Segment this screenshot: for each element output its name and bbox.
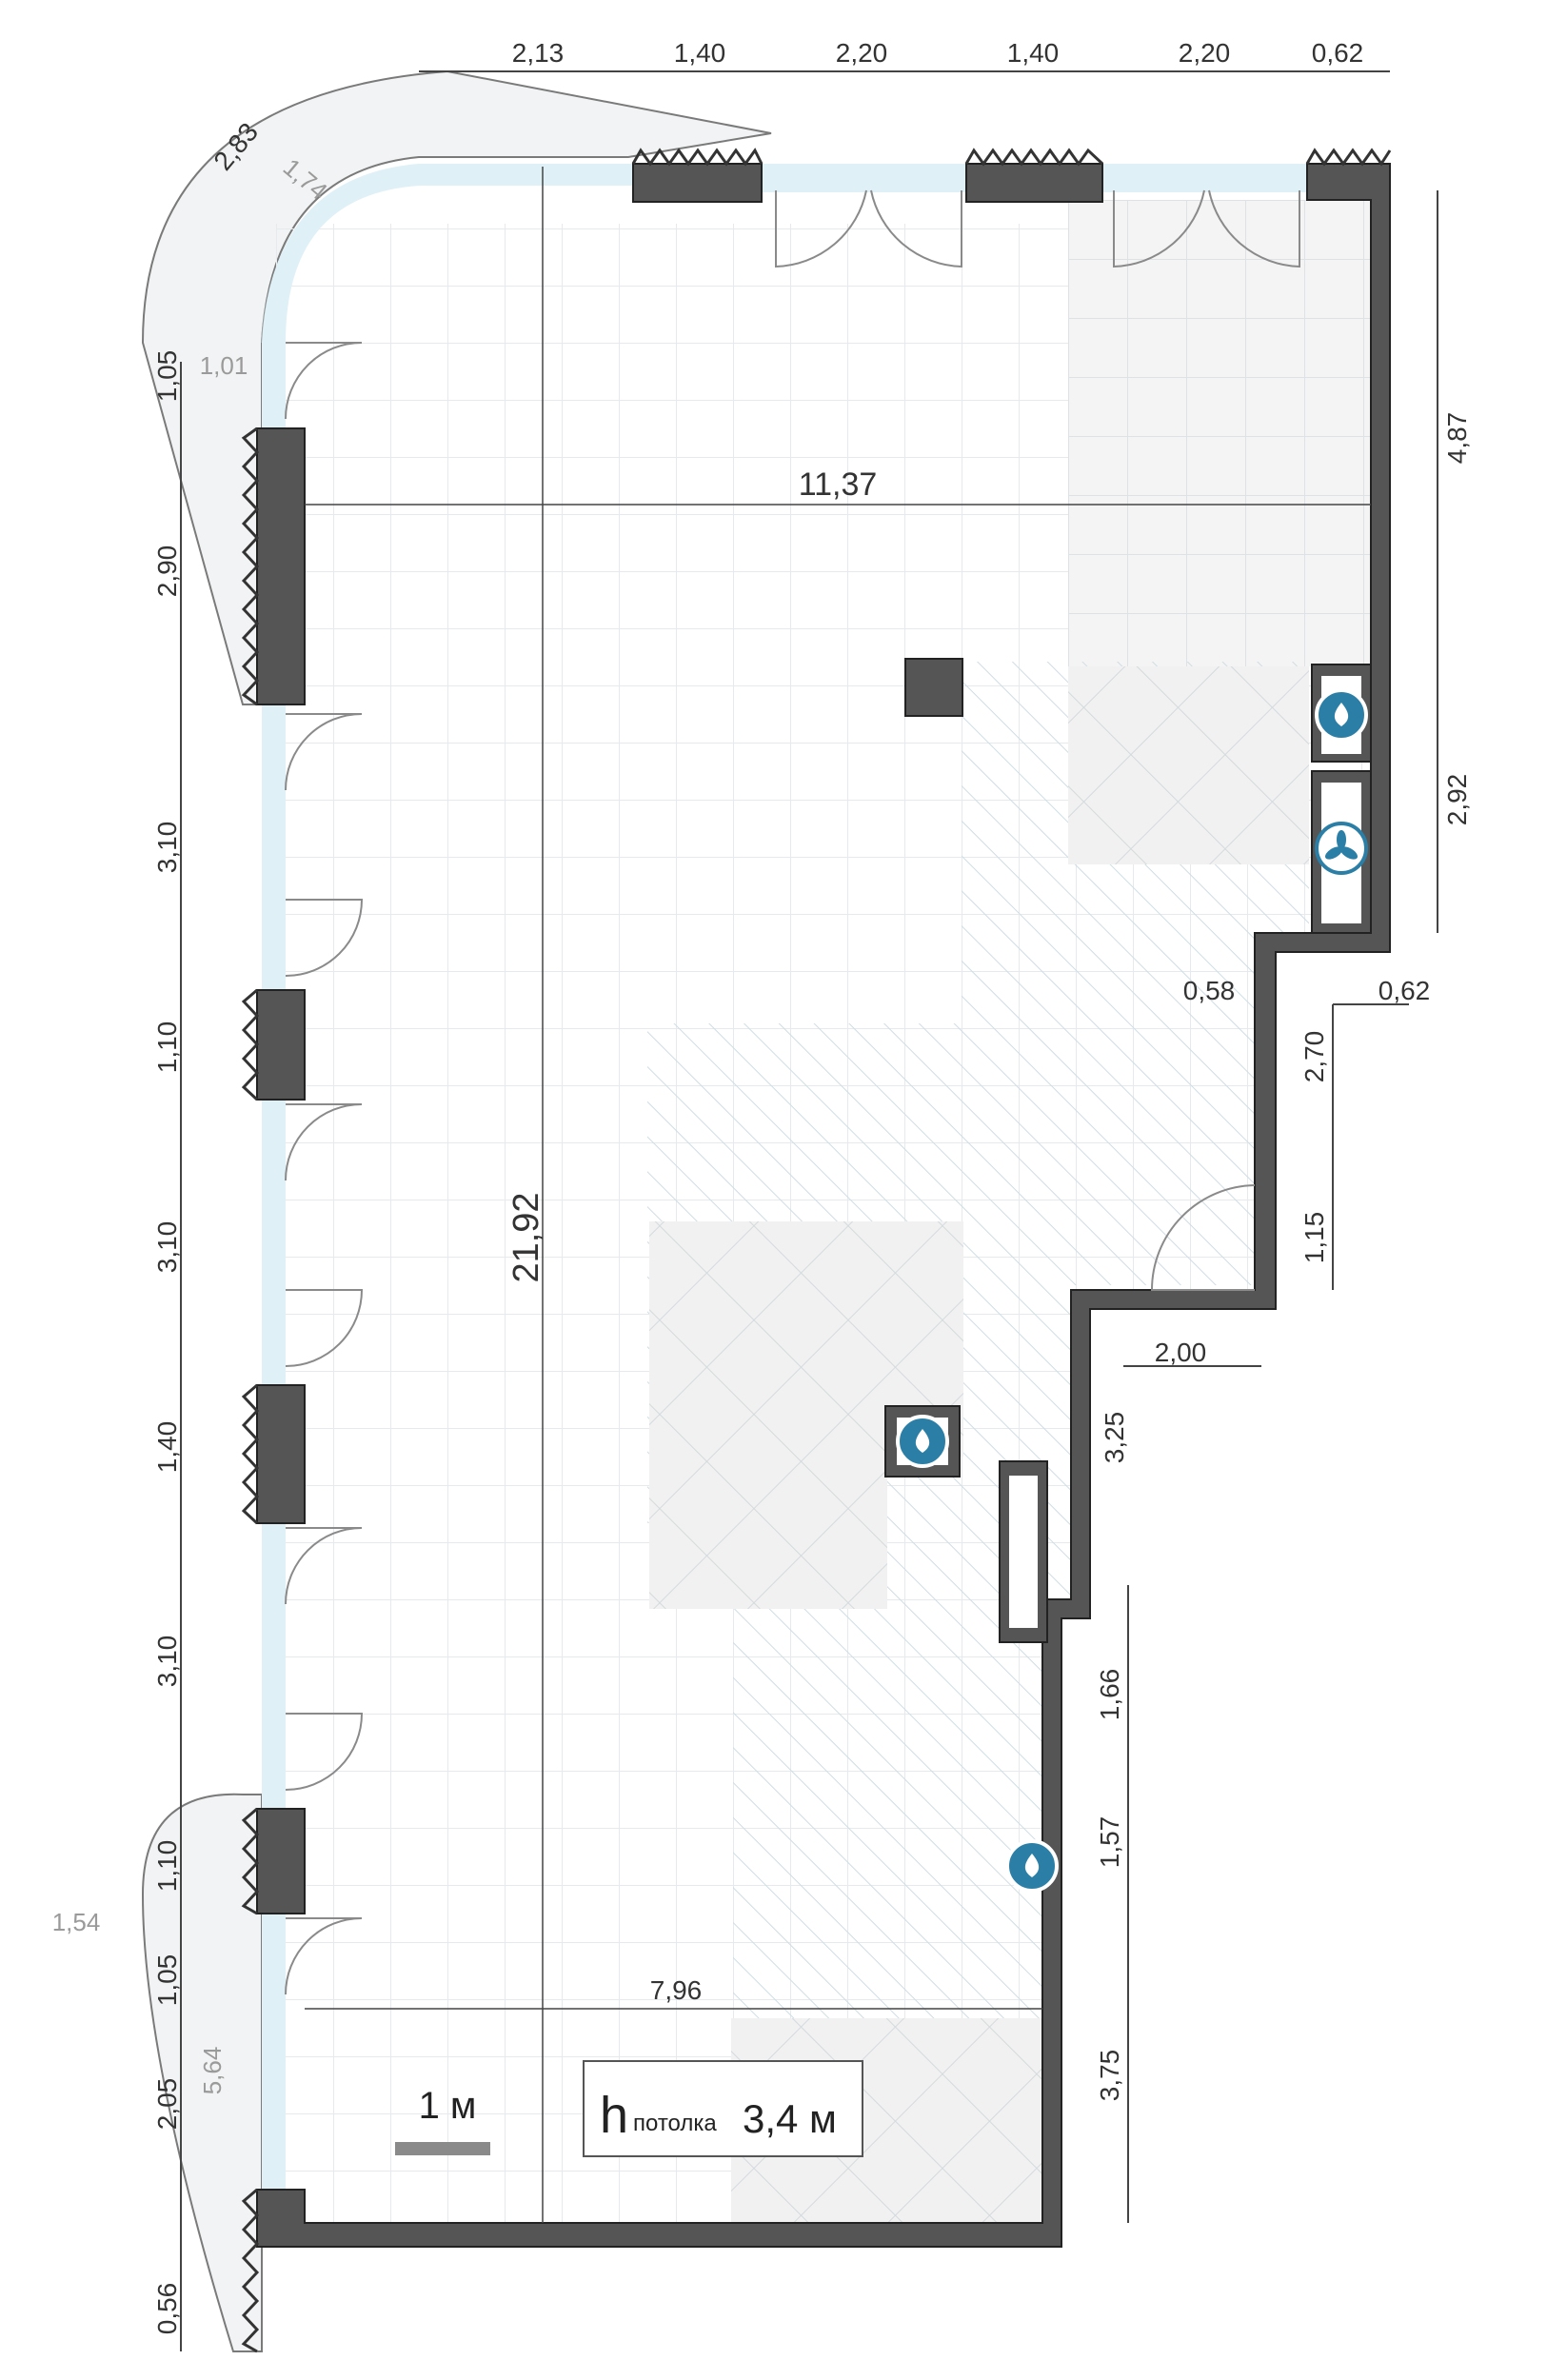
right-dim-8: 3,25: [1100, 1412, 1129, 1464]
scale-label: 1 м: [419, 2085, 477, 2127]
hatched-zone: [647, 662, 1309, 2228]
fan-icon: [1315, 822, 1368, 875]
left-dim-8: 1,10: [152, 1840, 182, 1893]
right-dim-7: 2,00: [1155, 1338, 1207, 1367]
ceiling-height-label: h потолка 3,4 м: [583, 2060, 863, 2157]
right-dim-1: 4,87: [1442, 412, 1472, 465]
right-dim-6: 1,15: [1299, 1212, 1329, 1264]
left-dim-6: 1,40: [152, 1421, 182, 1474]
window-sills: [241, 148, 1392, 2353]
right-dim-4: 0,62: [1378, 976, 1431, 1005]
terrace-side-dim: 1,01: [200, 351, 248, 380]
terrace-bottom-outer-dim: 1,54: [52, 1908, 101, 1936]
water-drop-icon: [896, 1415, 949, 1468]
right-dim-9: 1,66: [1095, 1669, 1124, 1721]
bottom-width-dim: 7,96: [650, 1975, 703, 2005]
top-dim-4: 1,40: [1007, 38, 1060, 68]
overall-width-dim: 11,37: [799, 466, 878, 503]
diamond-zone-1: [1068, 666, 1309, 864]
top-dim-3: 2,20: [836, 38, 888, 68]
left-dim-1: 1,05: [152, 350, 182, 403]
water-drop-icon: [1005, 1839, 1059, 1893]
left-dim-5: 3,10: [152, 1221, 182, 1274]
terrace-bottom-inner-dim: 5,64: [198, 2047, 227, 2095]
left-dim-9: 1,05: [152, 1954, 182, 2007]
top-dim-2: 1,40: [674, 38, 726, 68]
left-dim-11: 0,56: [152, 2283, 182, 2335]
overall-length-dim: 21,92: [506, 1192, 546, 1282]
scale-bar: 1 м: [395, 2085, 490, 2155]
diamond-zone-2: [649, 1221, 963, 1609]
top-dim-6: 0,62: [1312, 38, 1364, 68]
right-dim-2: 2,92: [1442, 774, 1472, 826]
left-dim-10: 2,05: [152, 2078, 182, 2131]
floor-area: [276, 200, 1376, 2232]
column: [904, 658, 963, 717]
water-drop-icon: [1315, 688, 1368, 742]
left-dim-2: 2,90: [152, 545, 182, 598]
right-dim-10: 1,57: [1095, 1816, 1124, 1869]
left-dim-4: 1,10: [152, 1021, 182, 1074]
left-dim-7: 3,10: [152, 1636, 182, 1688]
right-dim-3: 0,58: [1183, 976, 1236, 1005]
ceiling-word: потолка: [633, 2111, 717, 2136]
right-dim-5: 2,70: [1299, 1031, 1329, 1083]
terrace-bottom-left: [141, 1793, 263, 2352]
left-dim-3: 3,10: [152, 822, 182, 874]
ceiling-h: h: [600, 2087, 628, 2144]
top-dim-5: 2,20: [1179, 38, 1231, 68]
top-dim-1: 2,13: [512, 38, 565, 68]
window-strips: [262, 164, 1307, 2199]
right-dim-11: 3,75: [1095, 2050, 1124, 2102]
ceiling-value: 3,4 м: [743, 2096, 837, 2141]
doors: [285, 189, 1300, 1995]
dimension-lines: [180, 70, 1438, 2351]
tile-zone: [1068, 200, 1376, 666]
